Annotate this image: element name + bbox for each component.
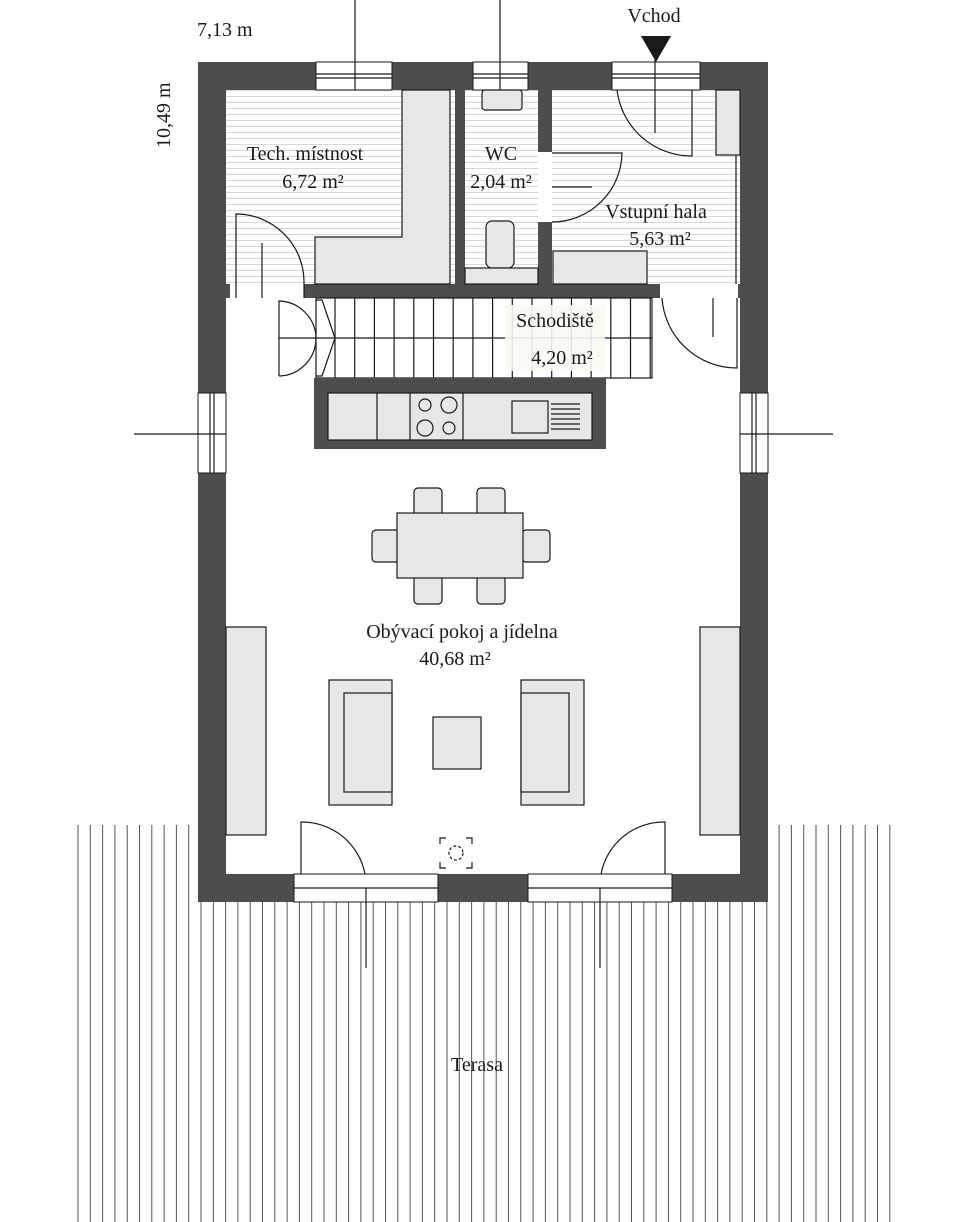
living-area: 40,68 m² [419,648,491,670]
living-furniture [225,626,741,869]
terrace-decking [77,825,891,1222]
terrace-name: Terasa [451,1054,503,1076]
tech-room-name: Tech. místnost [247,143,364,165]
wc-sink [481,89,523,111]
hall-door-opening [660,284,738,298]
stairs-area: 4,20 m² [531,347,593,369]
wc-door-opening [538,152,552,222]
stairs-name: Schodiště [516,310,594,332]
staircase [315,297,653,379]
wc-shelf [464,267,539,285]
tech-door-opening [230,284,304,298]
cooktop-icon [416,396,458,437]
width-dimension: 7,13 m [197,19,253,41]
wc-name: WC [485,143,517,165]
window-frames [134,0,833,968]
entrance-label: Vchod [627,5,680,27]
living-name: Obývací pokoj a jídelna [366,621,558,643]
hall-area: 5,63 m² [629,228,691,250]
length-dimension: 10,49 m [153,82,175,148]
hall-bench [552,250,648,285]
hall-wardrobe [715,89,741,156]
tech-room-area: 6,72 m² [282,171,344,193]
sink-icon [511,400,549,434]
kitchen-counter [314,378,606,449]
toilet [485,220,515,269]
drainer [551,403,580,430]
wc-area: 2,04 m² [470,171,532,193]
floor-drain-icon [439,837,473,869]
door-swings [235,89,738,875]
dining-set [371,487,551,605]
hall-name: Vstupní hala [605,201,707,223]
entrance-arrow-icon [641,36,671,62]
tech-room-unit [314,89,451,285]
